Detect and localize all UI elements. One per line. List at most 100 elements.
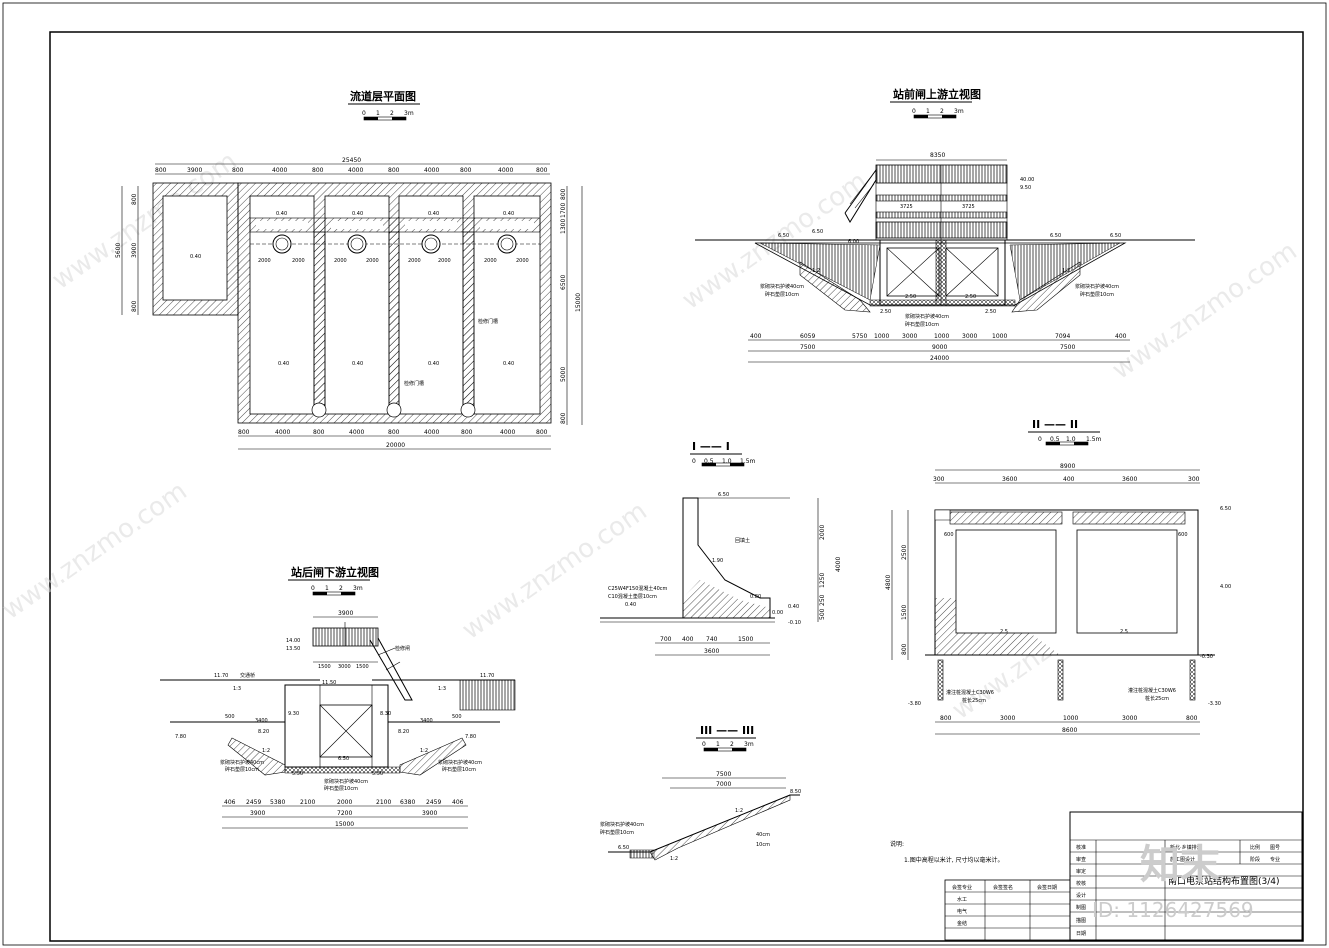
drawing-label: -0.30 <box>1200 654 1213 660</box>
drawing-label: 会签日期 <box>1037 884 1057 891</box>
drawing-label: 2000 <box>819 525 826 540</box>
drawing-label: 600 <box>944 532 954 538</box>
drawing-label: 5750 <box>852 333 867 340</box>
drawing-label: 3m <box>353 585 363 592</box>
drawing-label: 浆砌块石护坡40cm <box>324 778 368 785</box>
drawing-label: 设计 <box>1076 892 1086 899</box>
drawing-label: 4000 <box>498 167 513 174</box>
drawing-label: 800 <box>940 715 952 722</box>
drawing-label: 新北·乡镇排涝 <box>1170 844 1202 851</box>
drawing-label: 2459 <box>246 799 261 806</box>
drawing-label: 1000 <box>992 333 1007 340</box>
drawing-label: 0 <box>311 585 315 592</box>
drawing-label: 6.00 <box>848 239 859 245</box>
drawing-label: 800 <box>312 167 324 174</box>
drawing-label: 3400 <box>420 718 433 724</box>
drawing-label: 碎石垫层10cm <box>1080 291 1114 298</box>
plan-top-dims: 800 3900 800 4000 800 4000 800 4000 800 … <box>155 167 548 174</box>
drawing-label: 13.50 <box>286 646 300 652</box>
drawing-label: 800 <box>388 429 400 436</box>
drawing-label: 800 <box>536 429 548 436</box>
drawing-label: 碎石垫层10cm <box>324 785 358 792</box>
drawing-label: 7200 <box>337 810 352 817</box>
plan-title: 流道层平面图 <box>350 89 416 103</box>
drawing-label: 4000 <box>424 167 439 174</box>
drawing-label: 1:2 <box>735 808 743 814</box>
drawing-label: 7000 <box>716 781 731 788</box>
drawing-label: 800 <box>560 188 567 200</box>
drawing-label: 1000 <box>934 333 949 340</box>
downstream-view: 站后闸下游立视图 0 1 2 3m 3900 14.00 13.50 检修闸 1… <box>160 565 516 829</box>
drawing-label: 1500 <box>318 664 331 670</box>
drawing-label: 桩长25cm <box>1145 695 1169 702</box>
drawing-label: 2000 <box>516 258 529 264</box>
drawing-label: 3600 <box>1122 476 1137 483</box>
drawing-label: 800 <box>901 643 908 655</box>
drawing-label: 3900 <box>250 810 265 817</box>
drawing-label: 0 <box>692 458 696 465</box>
drawing-label: 1 <box>376 110 380 117</box>
section-2-title: II —— II <box>1032 418 1078 431</box>
drawing-label: 1:2 <box>670 856 678 862</box>
drawing-label: 碎石垫层10cm <box>442 766 476 773</box>
inner-border <box>49 31 1304 942</box>
drawing-label: 1.5m <box>1086 436 1102 443</box>
drawing-label: 2.50 <box>985 309 996 315</box>
drawing-label: 11.50 <box>322 680 336 686</box>
drawing-label: 3000 <box>962 333 977 340</box>
drawing-label: 2.5 <box>1120 629 1128 635</box>
drawing-label: 2000 <box>258 258 271 264</box>
drawing-label: 桩长25cm <box>962 697 986 704</box>
drawing-label: 8.20 <box>258 729 269 735</box>
drawing-label: 0 <box>702 741 706 748</box>
drawing-label: 浆砌块石护坡40cm <box>760 283 804 290</box>
drawing-label: 7094 <box>1055 333 1070 340</box>
drawing-label: C25W4F150混凝土40cm <box>608 585 668 592</box>
drawing-label: 8.20 <box>398 729 409 735</box>
plan-pier-noses <box>311 231 476 418</box>
drawing-label: 1000 <box>1063 715 1078 722</box>
drawing-label: 1:2 <box>262 748 270 754</box>
drawing-label: 9.30 <box>288 711 299 717</box>
drawing-label: 1500 <box>901 605 908 620</box>
drawing-label: 3600 <box>1002 476 1017 483</box>
drawing-label: 1 <box>325 585 329 592</box>
drawing-label: 1700 <box>560 203 567 218</box>
section-2: II —— II 0 0.5 1.0 1.5m 8900 300 3600 40… <box>885 418 1231 735</box>
drawing-label: 3000 <box>902 333 917 340</box>
drawing-label: 0.40 <box>625 602 636 608</box>
drawing-label: 11.70 <box>214 673 228 679</box>
drawing-label: 检修门槽 <box>404 380 424 387</box>
drawing-label: 1500 <box>356 664 369 670</box>
drawing-label: 1.90 <box>712 558 723 564</box>
plan-overall-bottom: 20000 <box>386 442 405 449</box>
drawing-label: 金结 <box>957 920 967 927</box>
drawing-label: 6.50 <box>778 233 789 239</box>
drawing-label: 1.0 <box>722 458 732 465</box>
drawing-label: 6.50 <box>1110 233 1121 239</box>
drawing-label: 600 <box>1178 532 1188 538</box>
drawing-label: 2 <box>339 585 343 592</box>
drawing-label: 浆砌块石护坡40cm <box>600 821 644 828</box>
watermark-text: www.znzmo.com <box>1107 236 1303 386</box>
drawing-label: 7.80 <box>465 734 476 740</box>
drawing-label: 1250 <box>819 573 826 588</box>
upstream-title: 站前闸上游立视图 <box>893 87 981 101</box>
drawing-label: 1:2 <box>420 748 428 754</box>
drawing-label: 电气 <box>957 908 967 915</box>
drawing-label: 7500 <box>800 344 815 351</box>
drawing-label: 施工图设计 <box>1170 856 1195 863</box>
drawing-label: 1:3 <box>233 686 241 692</box>
drawing-label: 800 <box>461 429 473 436</box>
drawing-label: 灌注桩混凝土C30W6 <box>1128 687 1176 694</box>
notes-item: 1.图中高程以米计, 尺寸均以毫米计。 <box>904 856 1004 864</box>
drawing-label: 碎石垫层10cm <box>225 766 259 773</box>
drawing-label: 校核 <box>1076 880 1086 887</box>
drawing-label: 0.40 <box>428 211 439 217</box>
drawing-label: 图号 <box>1270 845 1280 851</box>
section-1: I —— I 0 0.5 1.0 1.5m 6.50 1.90 0.80 0.4… <box>600 440 842 656</box>
drawing-label: 9000 <box>932 344 947 351</box>
drawing-label: 5.50 <box>292 771 303 777</box>
drawing-label: 500 <box>225 714 235 720</box>
